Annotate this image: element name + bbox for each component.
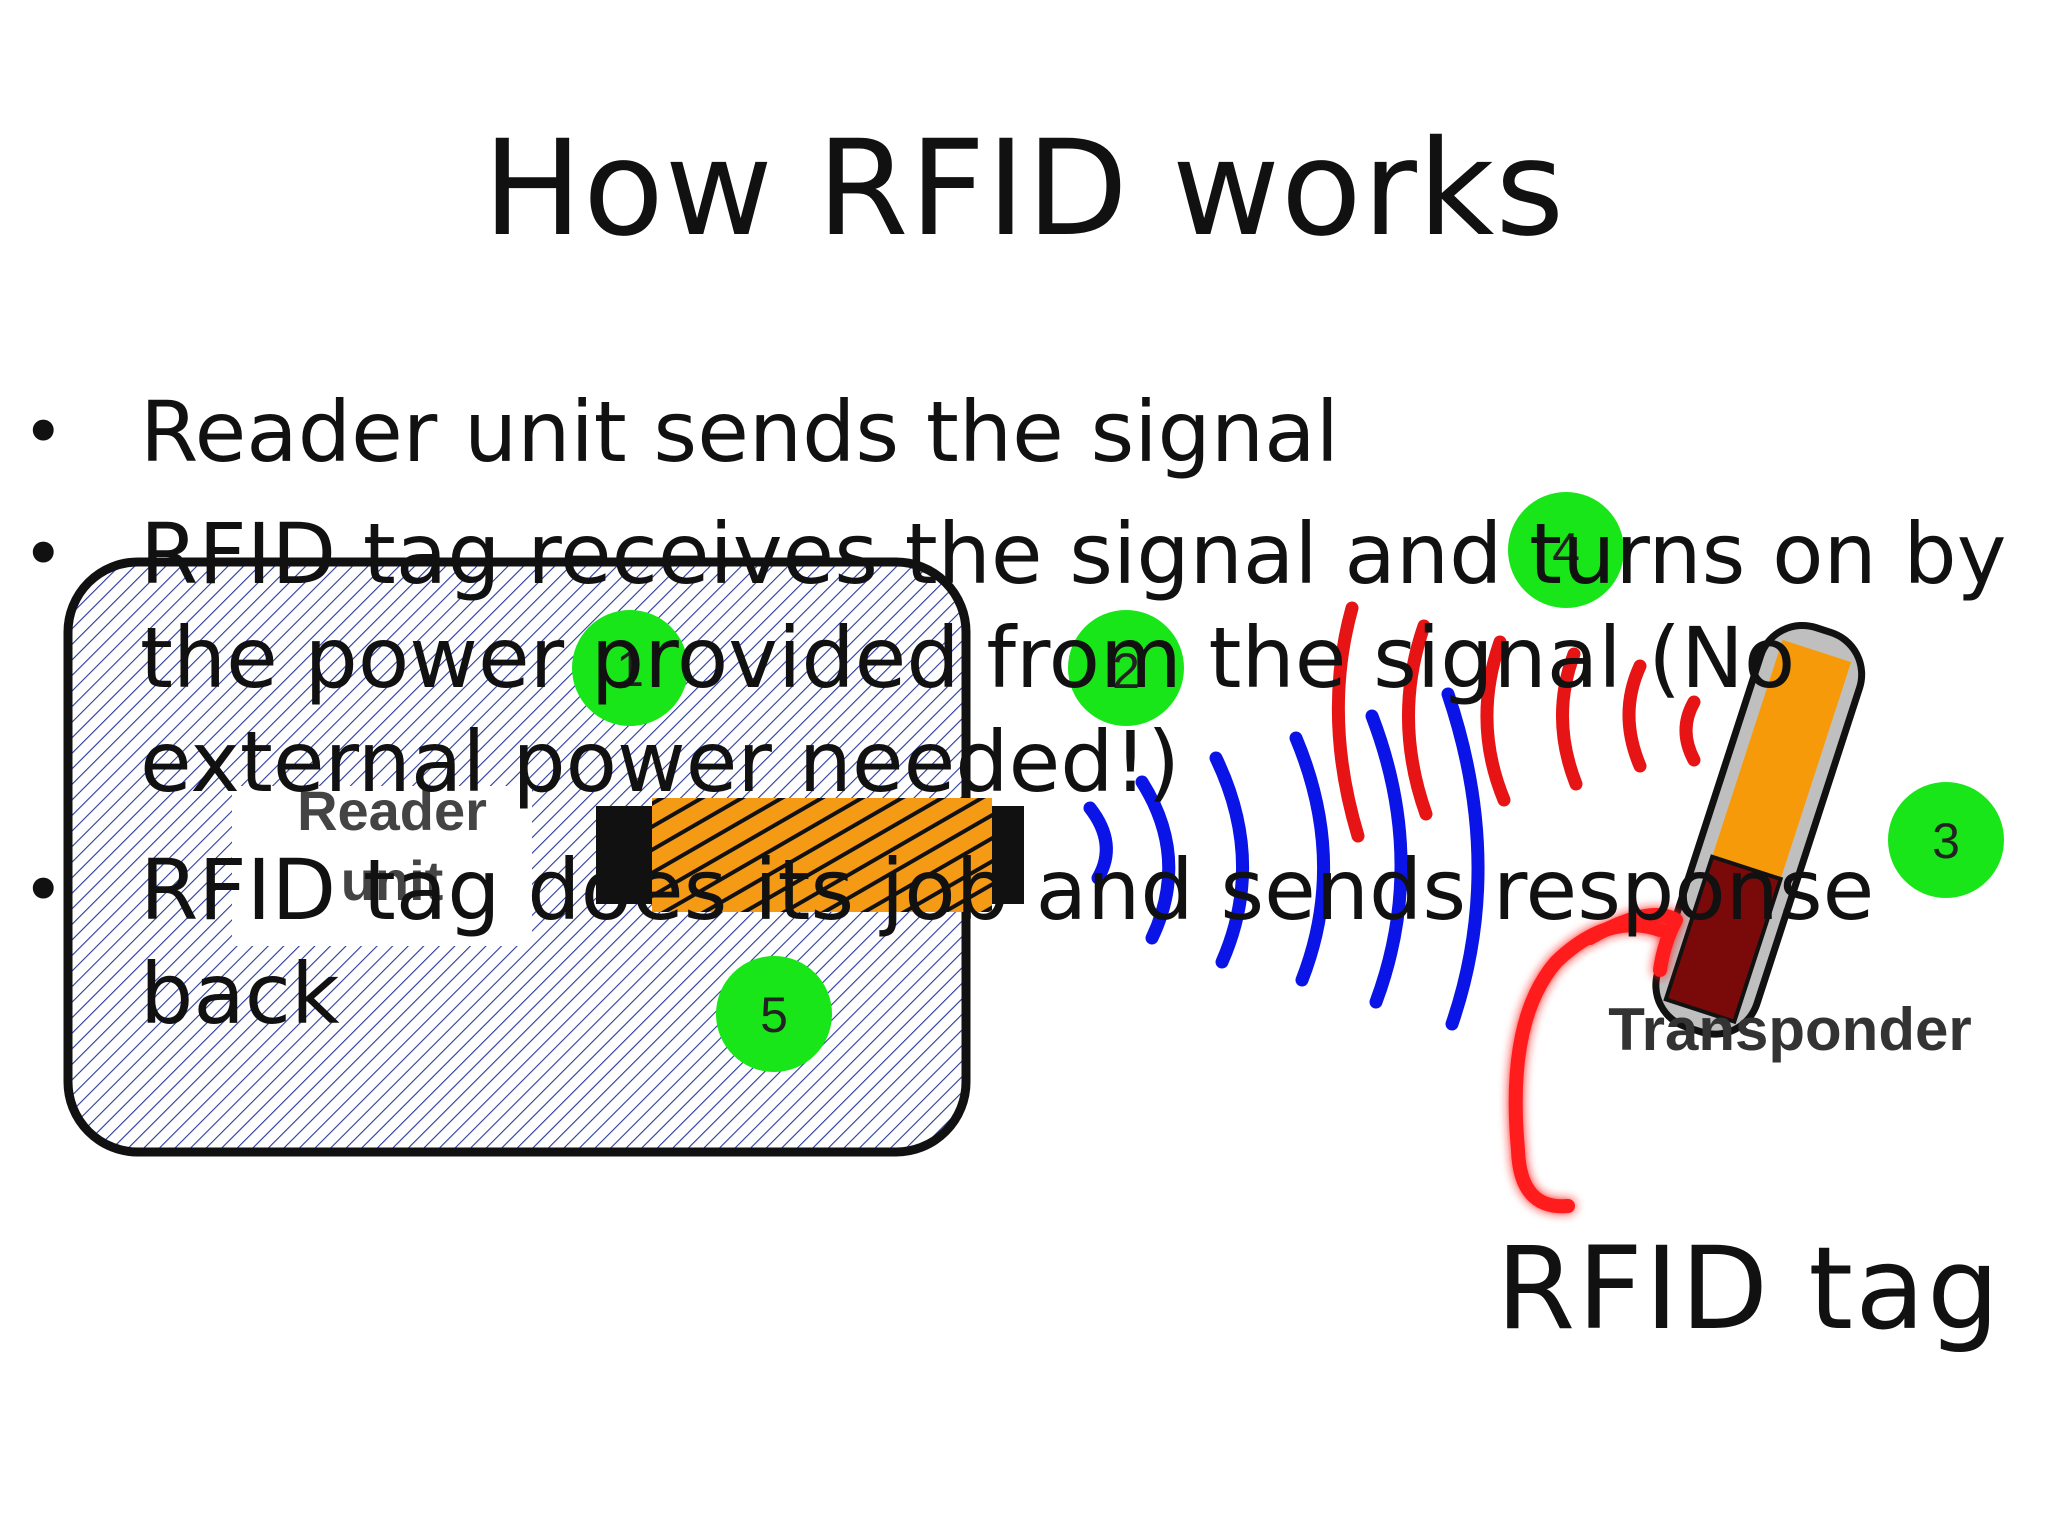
outgoing-wave bbox=[1365, 709, 1408, 1009]
bullet-marker: • bbox=[22, 390, 65, 474]
bullet-marker: • bbox=[22, 848, 65, 932]
bullet-marker: • bbox=[22, 512, 65, 596]
bullet-list: • Reader unit sends the signal • RFID ta… bbox=[22, 380, 2032, 1046]
antenna-end-right bbox=[992, 806, 1024, 904]
antenna-coil bbox=[652, 798, 992, 912]
bullet-item: • Reader unit sends the signal bbox=[22, 380, 2032, 484]
step-circle-1 bbox=[572, 610, 688, 726]
step-circle-3 bbox=[1888, 782, 2004, 898]
step-number-2: 2 bbox=[1112, 643, 1140, 699]
response-wave bbox=[1679, 695, 1701, 767]
outgoing-wave bbox=[1289, 731, 1330, 987]
transponder-label: Transponder bbox=[1608, 996, 1971, 1063]
response-wave bbox=[1556, 647, 1583, 791]
step-circle-4 bbox=[1508, 492, 1624, 608]
bullet-text: Reader unit sends the signal bbox=[140, 383, 1339, 481]
response-wave bbox=[1480, 635, 1511, 807]
step-circle-2 bbox=[1068, 610, 1184, 726]
outgoing-signal-waves bbox=[1083, 687, 1485, 1031]
outgoing-wave bbox=[1135, 775, 1176, 945]
bullet-text: RFID tag receives the signal and turns o… bbox=[140, 505, 2007, 811]
transponder-body bbox=[1712, 639, 1852, 879]
step-number-5: 5 bbox=[760, 987, 788, 1043]
step-number-1: 1 bbox=[616, 641, 644, 697]
reader-label-area bbox=[232, 786, 532, 946]
bullet-text: RFID tag does its job and sends response… bbox=[140, 841, 1875, 1043]
transponder-chip bbox=[1663, 854, 1784, 1025]
outgoing-wave bbox=[1083, 801, 1113, 885]
step-markers: 1 2 3 4 5 bbox=[572, 492, 2004, 1072]
bullet-item: • RFID tag receives the signal and turns… bbox=[22, 502, 2032, 814]
bullet-item: • RFID tag does its job and sends respon… bbox=[22, 838, 2032, 1046]
antenna-end-left bbox=[596, 806, 652, 904]
reader-label-line1: Reader bbox=[297, 779, 487, 842]
rfid-tag-annotation: RFID tag bbox=[1496, 1222, 2002, 1355]
reader-label-line2: unit bbox=[341, 849, 444, 912]
transponder bbox=[1652, 621, 1866, 1038]
outgoing-wave bbox=[1209, 751, 1250, 969]
annotation-arrow bbox=[1508, 907, 1683, 1214]
response-wave bbox=[1402, 619, 1433, 821]
outgoing-wave bbox=[1441, 687, 1485, 1031]
response-wave bbox=[1331, 601, 1365, 843]
step-number-4: 4 bbox=[1552, 523, 1580, 579]
step-number-3: 3 bbox=[1932, 813, 1960, 869]
slide-title: How RFID works bbox=[482, 112, 1566, 266]
response-wave bbox=[1622, 659, 1647, 773]
step-circle-5 bbox=[716, 956, 832, 1072]
response-signal-waves bbox=[1331, 601, 1701, 843]
